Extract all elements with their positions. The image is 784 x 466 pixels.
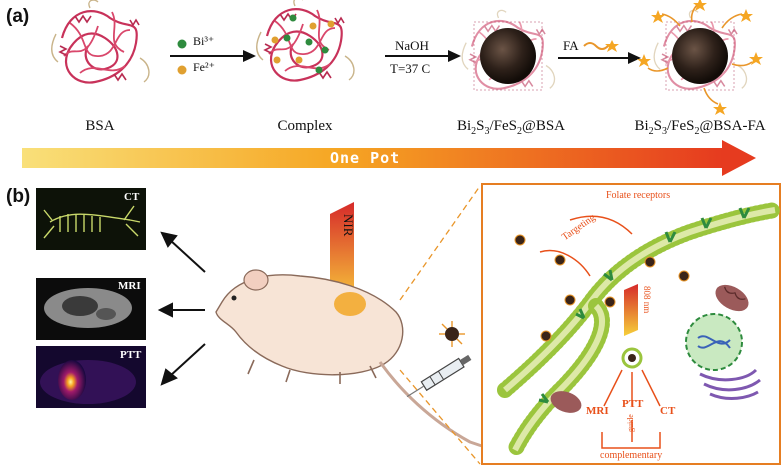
wavelength-label: 808 nm bbox=[642, 286, 652, 314]
inset-particles bbox=[514, 234, 690, 342]
folate-receptors bbox=[538, 207, 751, 404]
complex-protein bbox=[255, 0, 356, 82]
nanoparticle-bsa-fa bbox=[637, 0, 763, 115]
caption-np-bsa-fa: Bi2S3/FeS2@BSA-FA bbox=[634, 118, 766, 137]
cell-membrane bbox=[497, 202, 783, 458]
ptt-hotspot bbox=[58, 360, 86, 400]
step3-label: FA bbox=[563, 38, 579, 53]
targeting-particle bbox=[439, 321, 465, 347]
ct-skeleton bbox=[43, 205, 141, 239]
folate-label: Folate receptors bbox=[606, 190, 671, 201]
laser-808-beam bbox=[624, 284, 638, 336]
mitochondria bbox=[550, 284, 749, 413]
ptt-label: PTT bbox=[120, 349, 142, 361]
zoom-line-bottom bbox=[399, 369, 481, 465]
tumor-spot bbox=[334, 292, 366, 316]
bi-ion-label: Bi³⁺ bbox=[193, 34, 215, 48]
one-pot-label: One Pot bbox=[330, 149, 401, 167]
step2-bottom-label: T=37 C bbox=[390, 61, 431, 76]
nanoparticle-bsa bbox=[461, 9, 556, 91]
nucleus bbox=[685, 313, 761, 400]
imaging-arrows bbox=[157, 231, 206, 386]
one-pot-arrowhead bbox=[722, 140, 756, 176]
ptt-target-label: PTT bbox=[622, 398, 644, 410]
one-pot-bar bbox=[22, 148, 722, 168]
bi-ion-dot bbox=[177, 39, 187, 49]
panel-b-label: (b) bbox=[6, 186, 31, 207]
mri-target-label: MRI bbox=[586, 405, 609, 417]
syringe bbox=[406, 354, 472, 398]
inset-arrows bbox=[539, 215, 661, 449]
guide-label: guide bbox=[626, 414, 635, 432]
panel-b-graphics bbox=[36, 183, 783, 465]
zoom-line-top bbox=[399, 185, 481, 301]
panel-a-label: (a) bbox=[6, 6, 30, 27]
nir-beam bbox=[330, 202, 354, 298]
fe-ion-label: Fe²⁺ bbox=[193, 60, 215, 74]
mri-label: MRI bbox=[118, 280, 141, 292]
bsa-protein bbox=[50, 0, 151, 84]
caption-bsa: BSA bbox=[85, 118, 115, 134]
fe-ion-dot bbox=[177, 65, 187, 75]
caption-complex: Complex bbox=[277, 118, 333, 134]
ct-label: CT bbox=[124, 191, 140, 203]
panel-a-graphics bbox=[22, 0, 763, 176]
nir-label: NIR bbox=[341, 214, 356, 237]
complementary-label: complementary bbox=[600, 450, 663, 461]
ct-target-label: CT bbox=[660, 405, 676, 417]
caption-np-bsa: Bi2S3/FeS2@BSA bbox=[456, 118, 566, 137]
step2-top-label: NaOH bbox=[395, 38, 429, 53]
fa-squiggle bbox=[583, 42, 609, 50]
